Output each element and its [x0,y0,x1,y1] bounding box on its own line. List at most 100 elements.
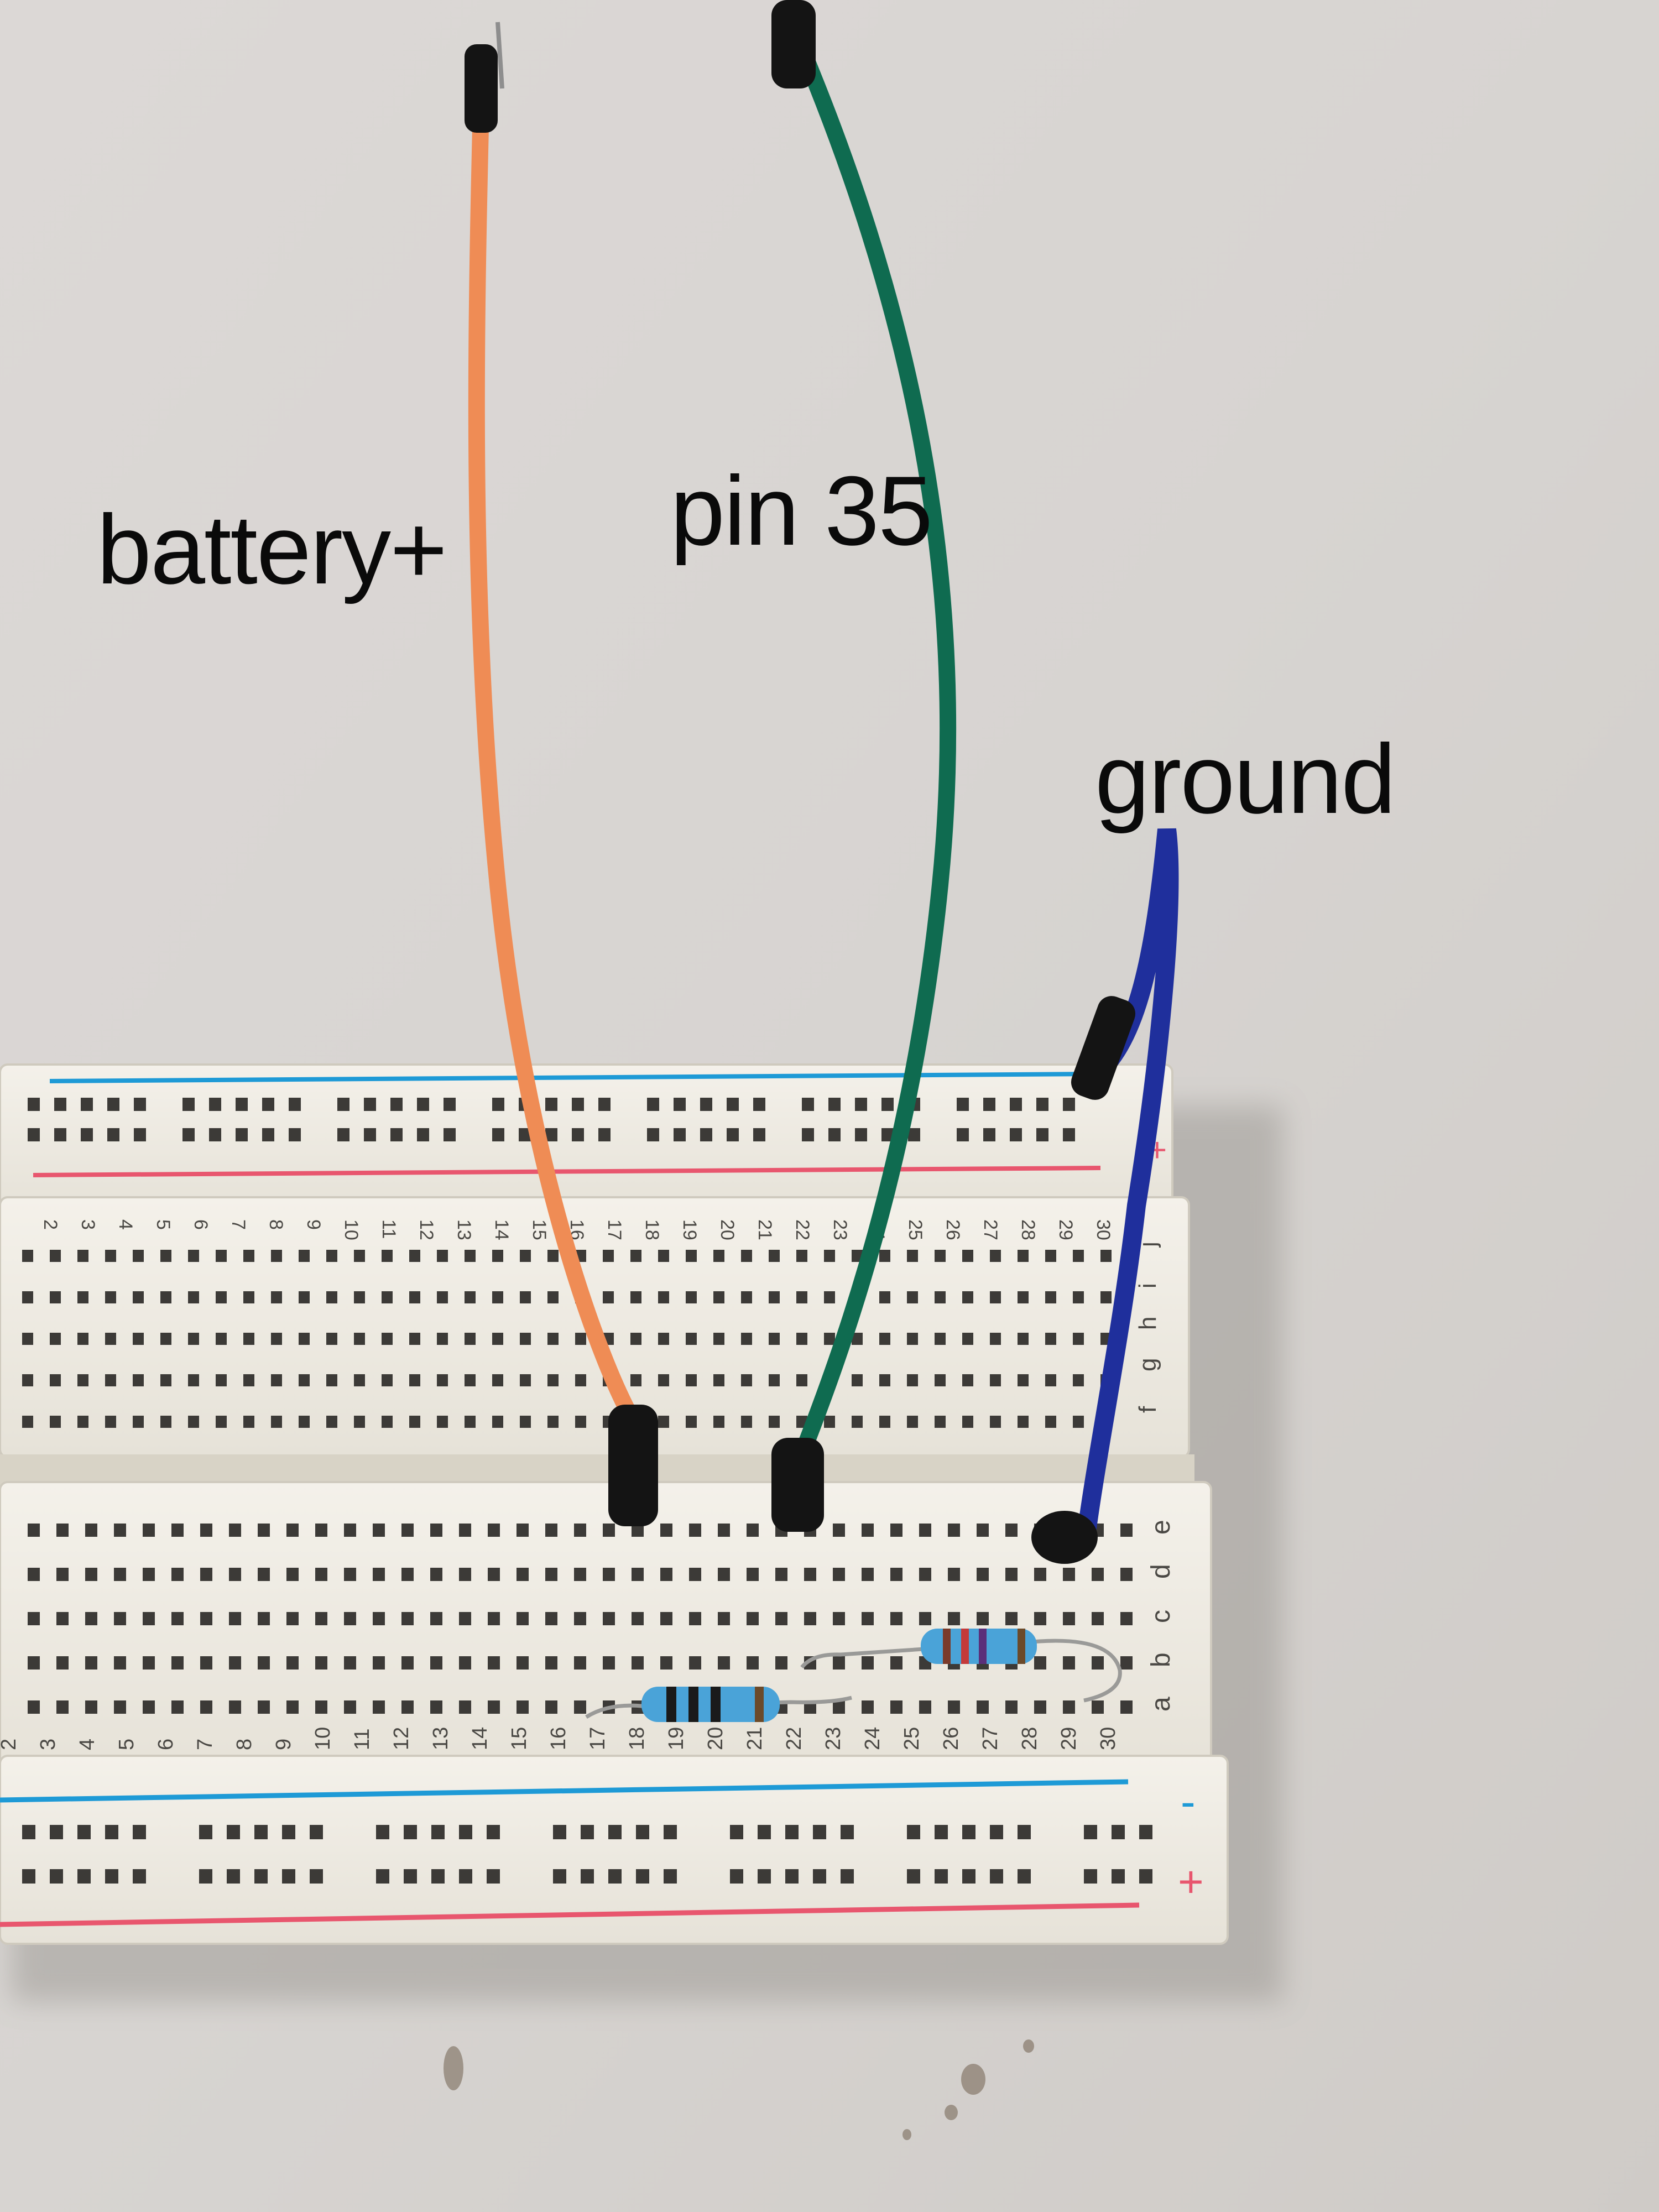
terminal-hole [1120,1656,1133,1670]
terminal-hole [1005,1524,1018,1537]
rail-hole [855,1098,867,1111]
terminal-hole [852,1333,863,1345]
terminal-hole [409,1374,420,1386]
terminal-hole [459,1524,471,1537]
terminal-hole [919,1568,931,1581]
rail-hole [1018,1825,1031,1839]
column-number: 30 [1097,1727,1120,1750]
rail-hole [487,1869,500,1884]
rail-hole [841,1825,854,1839]
rail-hole [581,1869,594,1884]
terminal-hole [603,1250,614,1262]
terminal-hole [747,1612,759,1625]
terminal-hole [907,1416,918,1428]
terminal-hole [50,1291,61,1303]
terminal-hole [520,1374,531,1386]
terminal-hole [382,1291,393,1303]
column-number: 9 [272,1739,295,1750]
rail-hole [262,1098,274,1111]
terminal-hole [143,1612,155,1625]
terminal-hole [862,1700,874,1714]
terminal-hole [713,1291,724,1303]
rail-hole [492,1098,504,1111]
terminal-hole [492,1333,503,1345]
column-number: 21 [743,1727,766,1750]
rail-hole [674,1128,686,1141]
terminal-hole [574,1612,586,1625]
terminal-hole [28,1568,40,1581]
terminal-hole [299,1374,310,1386]
rail-hole [828,1098,841,1111]
rail-hole [572,1098,584,1111]
terminal-hole [948,1524,960,1537]
terminal-hole [188,1291,199,1303]
terminal-hole [1092,1700,1104,1714]
rail-hole [730,1825,743,1839]
terminal-hole [77,1291,88,1303]
terminal-hole [547,1416,559,1428]
rail-hole [1036,1128,1048,1141]
rail-hole [1112,1869,1125,1884]
rail-hole [785,1825,799,1839]
rail-hole [105,1825,118,1839]
terminal-hole [437,1333,448,1345]
rail-hole [28,1098,40,1111]
column-number: 4 [115,1219,136,1230]
terminal-hole [962,1291,973,1303]
rail-hole [404,1825,417,1839]
terminal-hole [430,1612,442,1625]
terminal-hole [796,1291,807,1303]
column-number: 13 [453,1219,474,1240]
terminal-hole [689,1612,701,1625]
rail-hole [758,1825,771,1839]
terminal-hole [689,1568,701,1581]
terminal-hole [409,1416,420,1428]
column-number: 21 [754,1219,775,1240]
terminal-hole [243,1416,254,1428]
rail-hole [390,1128,403,1141]
terminal-hole [520,1291,531,1303]
terminal-hole [520,1416,531,1428]
terminal-hole [143,1524,155,1537]
terminal-hole [660,1656,672,1670]
terminal-hole [547,1333,559,1345]
column-number: 19 [679,1219,700,1240]
terminal-hole [409,1291,420,1303]
terminal-hole [977,1524,989,1537]
terminal-hole [50,1416,61,1428]
terminal-hole [977,1568,989,1581]
terminal-hole [1073,1416,1084,1428]
terminal-hole [741,1374,752,1386]
terminal-hole [492,1374,503,1386]
rail-hole [908,1128,920,1141]
column-number: 2 [0,1739,20,1750]
terminal-hole [517,1656,529,1670]
rail-hole [545,1128,557,1141]
terminal-hole [430,1700,442,1714]
terminal-hole [1018,1333,1029,1345]
terminal-hole [430,1656,442,1670]
terminal-hole [133,1416,144,1428]
terminal-hole [243,1291,254,1303]
terminal-hole [824,1250,835,1262]
rail-hole [1036,1098,1048,1111]
rail-hole [54,1098,66,1111]
terminal-hole [465,1291,476,1303]
rail-hole [664,1825,677,1839]
column-number: 3 [77,1219,98,1230]
terminal-hole [160,1416,171,1428]
rail-hole [209,1098,221,1111]
rail-hole [282,1869,295,1884]
terminal-hole [286,1524,299,1537]
terminal-hole [890,1568,902,1581]
terminal-hole [188,1416,199,1428]
terminal-hole [382,1333,393,1345]
rail-hole [289,1098,301,1111]
terminal-hole [517,1700,529,1714]
column-number: 14 [468,1727,492,1750]
rail-hole [647,1098,659,1111]
terminal-hole [632,1612,644,1625]
row-letter: j [1134,1241,1161,1248]
column-number: 19 [665,1727,688,1750]
terminal-hole [133,1333,144,1345]
